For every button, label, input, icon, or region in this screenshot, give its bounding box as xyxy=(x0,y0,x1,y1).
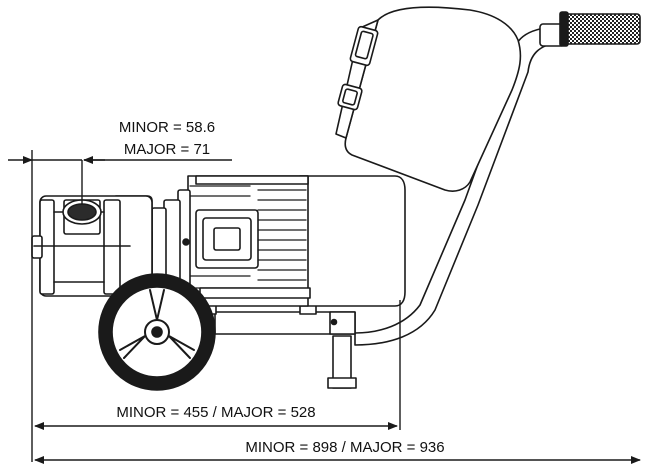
opening-minor-label: MINOR = 58.6 xyxy=(119,119,215,136)
base-length-label: MINOR = 455 / MAJOR = 528 xyxy=(116,404,315,421)
wheel xyxy=(98,273,216,391)
opening-major-label: MAJOR = 71 xyxy=(124,141,210,158)
overall-length-label: MINOR = 898 / MAJOR = 936 xyxy=(245,439,444,456)
inlet-opening xyxy=(62,199,102,235)
base-frame xyxy=(199,295,357,389)
electric-motor xyxy=(151,175,406,307)
handle-grip xyxy=(539,11,641,47)
hopper-tank xyxy=(335,6,522,192)
